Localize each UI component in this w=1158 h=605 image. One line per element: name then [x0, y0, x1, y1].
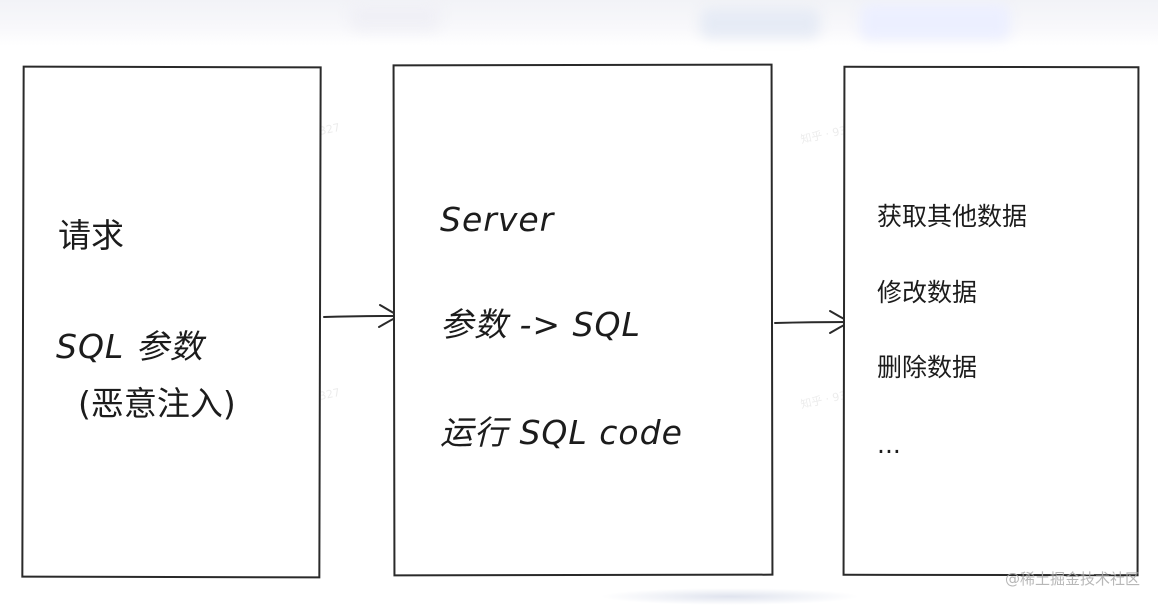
request-malicious-injection: (恶意注入) [78, 384, 236, 423]
blurred-footer-strip [600, 588, 860, 605]
server-params-to-sql: 参数 -> SQL [440, 305, 641, 344]
arrow-server-to-result [774, 310, 851, 334]
request-box [21, 65, 322, 579]
request-title: 请求 [58, 216, 124, 255]
result-item-get-other-data: 获取其他数据 [877, 202, 1028, 231]
request-sql-params: SQL 参数 [56, 327, 204, 366]
blurred-header-strip [0, 0, 1158, 46]
arrow-request-to-server [323, 304, 400, 328]
server-run-sql-code: 运行 SQL code [440, 413, 683, 452]
result-box [842, 65, 1140, 577]
result-item-delete-data: 删除数据 [877, 353, 978, 382]
result-item-ellipsis: ... [877, 430, 901, 459]
blurred-shape [350, 2, 440, 30]
source-watermark: @稀土掘金技术社区 [1004, 570, 1140, 588]
blurred-shape [860, 4, 1010, 40]
blurred-shape [700, 8, 820, 38]
server-title: Server [440, 200, 555, 239]
result-item-modify-data: 修改数据 [877, 278, 978, 307]
